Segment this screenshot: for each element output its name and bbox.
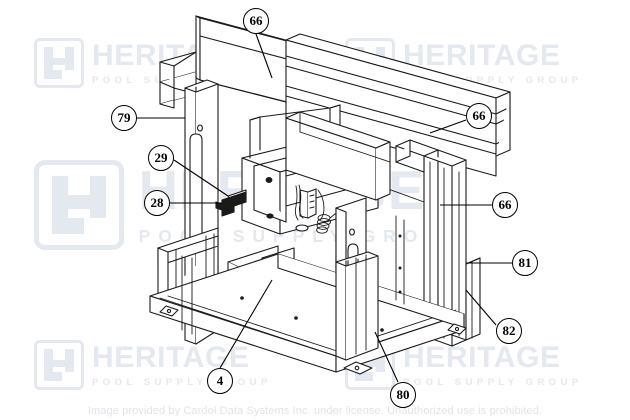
callout-bubble-66[interactable]: 66: [243, 8, 269, 34]
callout-bubble-82[interactable]: 82: [496, 318, 522, 344]
part-switch-connector: [215, 189, 247, 217]
part-right-door-frame: [379, 139, 467, 347]
leader-line-66-right-upper: [429, 119, 467, 134]
callout-bubble-66-right-lower[interactable]: 66: [492, 192, 518, 218]
part-right-rear-shelf: [285, 111, 391, 201]
callout-bubble-81[interactable]: 81: [512, 250, 538, 276]
leader-line-4: [219, 279, 273, 369]
leader-line-82: [465, 289, 497, 326]
license-notice: Image provided by Cardol Data Systems In…: [87, 405, 543, 417]
callout-bubble-29[interactable]: 29: [148, 145, 174, 171]
part-left-lower-supports: [181, 255, 193, 335]
leader-line-29: [173, 159, 229, 197]
leader-line-66: [255, 33, 273, 79]
part-top-right-rail: [285, 33, 511, 177]
callout-bubble-79[interactable]: 79: [111, 105, 137, 131]
part-rear-lower-panel: [335, 251, 379, 361]
part-interior-verticals: [395, 215, 405, 305]
callout-bubble-28[interactable]: 28: [144, 190, 170, 216]
callout-bubble-4[interactable]: 4: [207, 368, 233, 394]
callout-bubble-66-right-upper[interactable]: 66: [466, 103, 492, 129]
